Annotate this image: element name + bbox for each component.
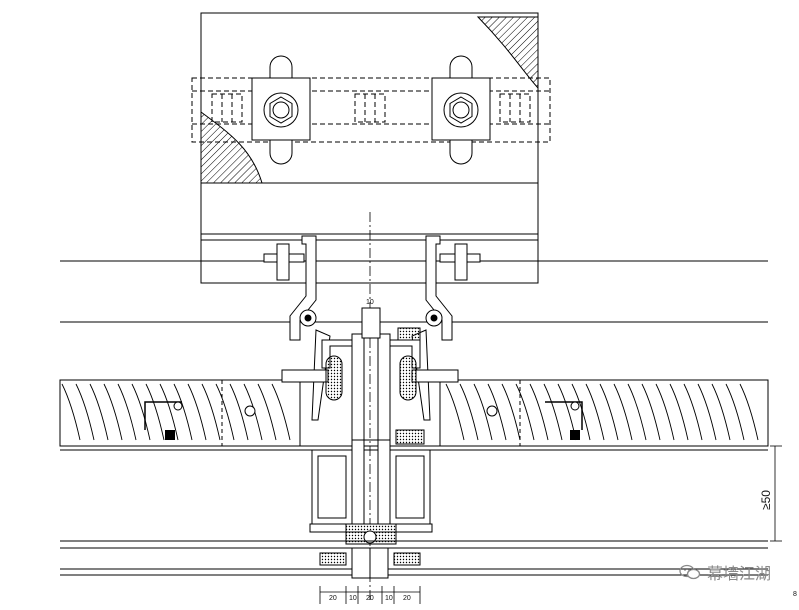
embedded-channel-dashed [191, 77, 551, 143]
glass-lites [60, 540, 768, 579]
dim-label-3: 20 [366, 595, 374, 602]
slotted-bolt-left [251, 55, 311, 165]
slotted-bolt-right [431, 55, 491, 165]
insulation-panel-layer [59, 379, 769, 451]
reference-lines [60, 260, 768, 323]
watermark-text: 幕墙江湖 [706, 564, 771, 583]
dimension-min-50-label: ≥50 [759, 490, 773, 510]
watermark: 幕墙江湖 [679, 560, 771, 584]
dim-label-5: 20 [403, 595, 411, 602]
small-label: 8 [793, 591, 797, 598]
dim-label-2: 10 [349, 595, 357, 602]
steel-bracket-plate [200, 12, 539, 284]
center-label: 10 [366, 299, 374, 306]
dimension-min-50 [770, 445, 782, 542]
dim-label-1: 20 [329, 595, 337, 602]
dim-label-4: 10 [385, 595, 393, 602]
wechat-icon [679, 564, 701, 580]
bottom-dimension-line [319, 586, 421, 604]
aluminium-mullion [309, 307, 433, 545]
